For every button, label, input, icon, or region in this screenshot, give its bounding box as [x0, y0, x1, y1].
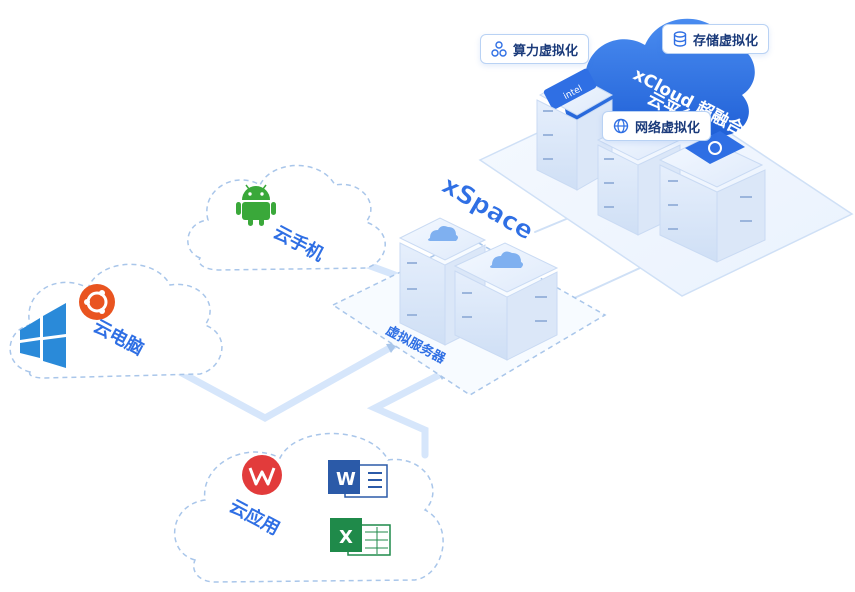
tag-compute-virtualization: 算力虚拟化	[480, 34, 590, 64]
ubuntu-icon	[79, 284, 115, 320]
word-icon: W	[328, 460, 388, 498]
tag-storage-label: 存储虚拟化	[693, 33, 759, 49]
cloud-icon	[490, 251, 523, 268]
tag-compute-label: 算力虚拟化	[513, 43, 579, 59]
tag-network-label: 网络虚拟化	[635, 120, 701, 136]
server-rack-right	[658, 131, 766, 263]
tag-storage-virtualization: 存储虚拟化	[662, 24, 770, 54]
wps-icon	[242, 455, 282, 495]
platform-logo-badge	[685, 131, 745, 164]
cloud-phone: 云手机	[187, 164, 386, 271]
platform-logo-icon	[708, 141, 722, 155]
cloud-icon	[428, 226, 458, 241]
excel-icon: X	[330, 518, 391, 556]
android-icon	[236, 184, 276, 226]
cloud-pc: 云电脑	[9, 263, 223, 379]
tag-network-virtualization: 网络虚拟化	[602, 111, 712, 141]
server-rack-middle	[596, 119, 682, 236]
cloud-app: W X 云应用	[173, 432, 444, 583]
word-letter: W	[336, 469, 356, 490]
nodes-icon	[491, 41, 507, 57]
windows-icon	[20, 303, 66, 368]
excel-letter: X	[339, 527, 353, 548]
intel-badge	[543, 68, 597, 110]
xspace-server-right	[453, 242, 559, 361]
globe-icon	[613, 118, 629, 134]
database-icon	[673, 31, 687, 47]
